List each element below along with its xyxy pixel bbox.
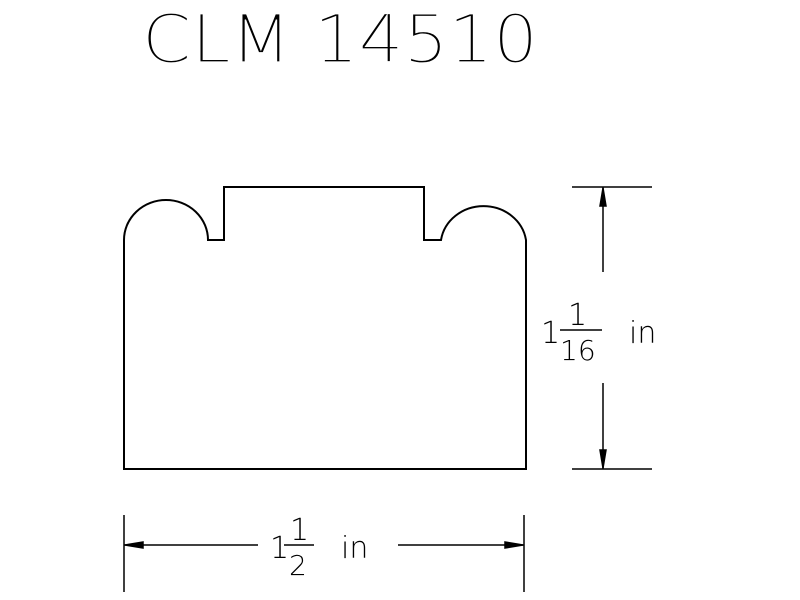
height-denominator: 16 [560, 334, 596, 367]
width-unit: in [341, 531, 368, 566]
width-numerator: 1 [290, 513, 309, 548]
width-dimension [123, 515, 525, 592]
height-numerator: 1 [568, 298, 587, 333]
height-whole: 1 [541, 316, 560, 351]
drawing-title: CLM 14510 [142, 1, 538, 78]
height-unit: in [629, 316, 656, 351]
arrow-up-icon [599, 187, 607, 207]
arrow-left-icon [124, 541, 144, 549]
height-dimension [560, 186, 652, 470]
molding-profile [123, 186, 527, 470]
arrow-down-icon [599, 449, 607, 469]
arrow-right-icon [504, 541, 524, 549]
width-denominator: 2 [289, 549, 307, 582]
width-whole: 1 [270, 531, 289, 566]
